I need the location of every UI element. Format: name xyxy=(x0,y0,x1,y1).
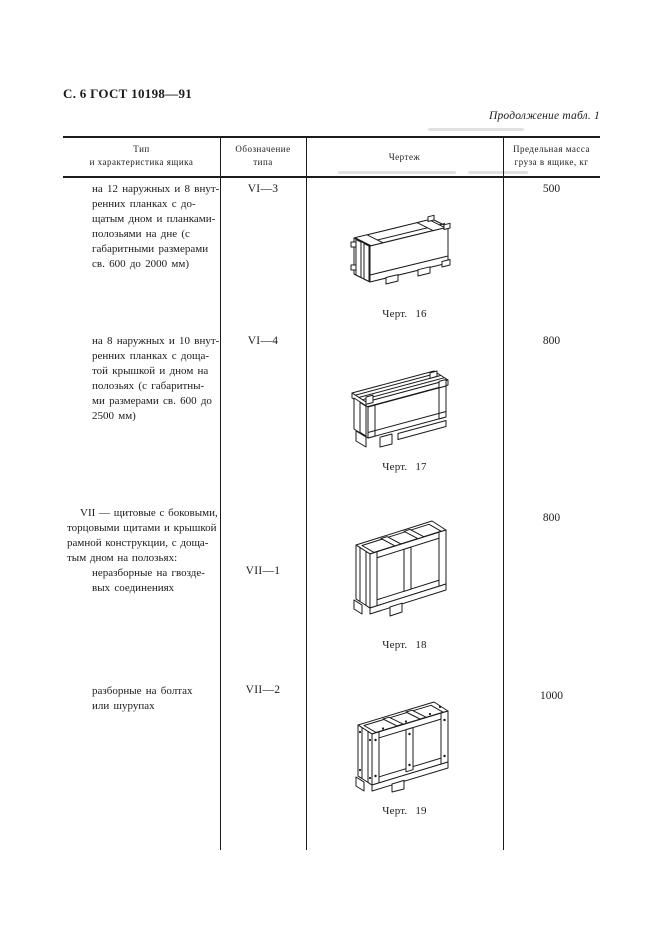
row-type-designation: VII—2 xyxy=(245,684,281,696)
row-mass-value: 800 xyxy=(542,512,561,524)
scan-artifact xyxy=(338,171,456,174)
table-header-rule xyxy=(63,176,600,178)
drawing-caption: Черт. 17 xyxy=(382,461,427,473)
row-group-heading: VII — щитовые с боковыми, торцовыми щита… xyxy=(67,507,218,564)
row-description: на 12 наружных и 8 внут- ренних планках … xyxy=(92,183,220,270)
column-separator-2 xyxy=(305,137,307,850)
crate-drawing-18 xyxy=(353,520,447,617)
row-description: неразборные на гвозде- вых соединениях xyxy=(92,567,205,594)
crate-drawing-17 xyxy=(351,370,449,448)
row-mass-value: 1000 xyxy=(540,690,563,702)
row-mass-value: 800 xyxy=(542,335,561,347)
row-description: разборные на болтах или шурупах xyxy=(92,685,193,712)
column-separator-3 xyxy=(502,137,504,850)
column-header-type: Тип и характеристика ящика xyxy=(89,144,194,167)
row-description: на 8 наружных и 10 внут- ренних планках … xyxy=(92,335,220,422)
crate-drawing-19 xyxy=(355,701,449,793)
row-type-designation: VI—3 xyxy=(247,183,279,195)
row-mass-value: 500 xyxy=(542,183,561,195)
drawing-caption: Черт. 16 xyxy=(382,308,427,320)
scan-artifact xyxy=(468,171,528,174)
column-header-designation: Обозначение типа xyxy=(235,144,291,167)
crate-drawing-16 xyxy=(350,214,451,285)
scan-artifact xyxy=(428,128,524,131)
table-top-rule xyxy=(63,136,600,139)
page-header: С. 6 ГОСТ 10198—91 xyxy=(63,86,193,101)
row-type-designation: VI—4 xyxy=(247,335,279,347)
table-continuation-note: Продолжение табл. 1 xyxy=(488,110,600,122)
column-header-mass: Предельная масса груза в ящике, кг xyxy=(513,144,590,167)
column-header-drawing: Чертеж xyxy=(388,152,421,162)
column-separator-1 xyxy=(219,137,221,850)
row-type-designation: VII—1 xyxy=(245,565,281,577)
drawing-caption: Черт. 19 xyxy=(382,805,427,817)
drawing-caption: Черт. 18 xyxy=(382,639,427,651)
